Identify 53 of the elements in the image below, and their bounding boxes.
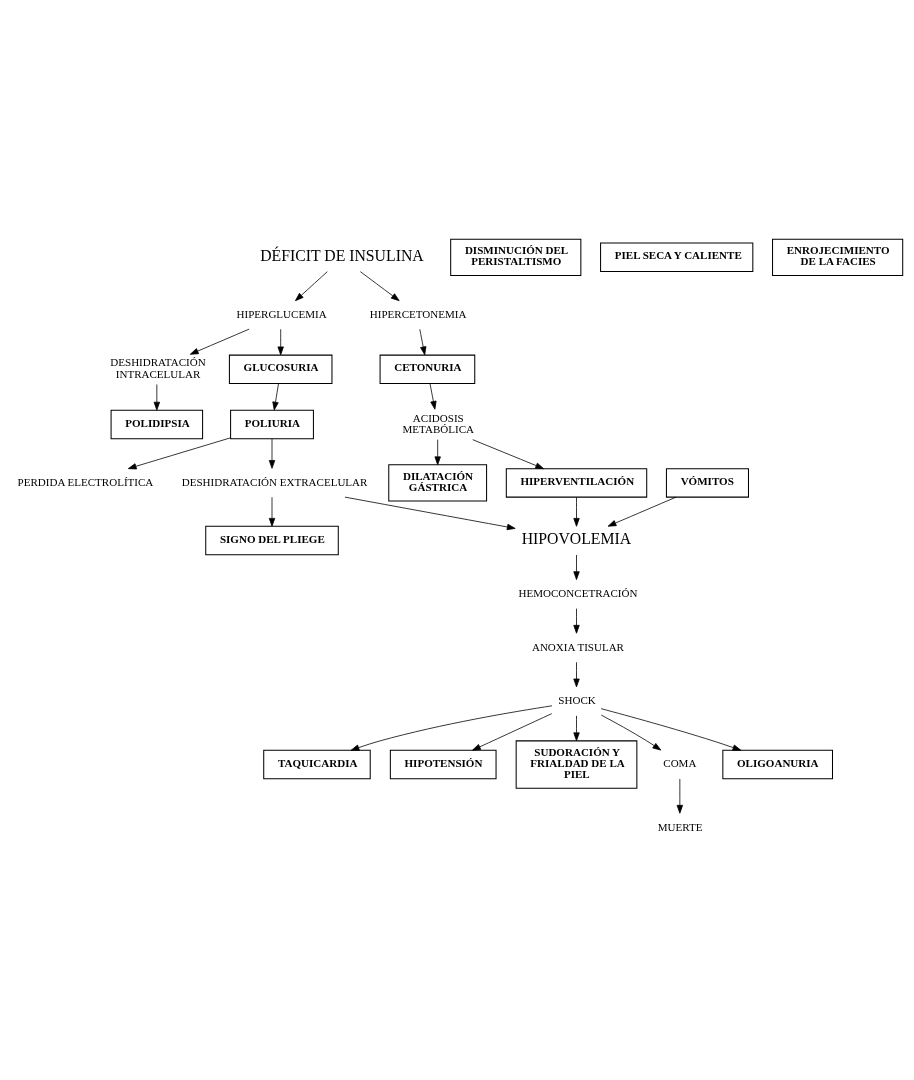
node-text: HIPERGLUCEMIA <box>236 307 327 320</box>
arrow <box>268 496 276 527</box>
node-box: DISMINUCIÓN DEL PERISTALTISMO <box>450 238 582 276</box>
arrow <box>600 714 662 750</box>
arrow <box>344 496 516 530</box>
node-text: DESHIDRATACIÓN EXTRACELULAR <box>181 475 368 488</box>
arrow <box>573 496 580 527</box>
node-box: POLIDIPSIA <box>110 409 204 439</box>
arrow <box>419 328 427 355</box>
arrow <box>607 496 677 527</box>
arrow <box>277 328 284 355</box>
arrow <box>268 437 276 469</box>
arrow <box>573 554 580 580</box>
arrow <box>429 382 437 410</box>
node-text: PERDIDA ELECTROLÍTICA <box>17 475 154 488</box>
node-box: CETONURIA <box>379 354 476 384</box>
node-text: DÉFICIT DE INSULINA <box>260 246 424 264</box>
arrow <box>573 607 580 634</box>
arrow <box>472 712 553 751</box>
node-text: DESHIDRATACIÓN INTRACELULAR <box>110 355 206 380</box>
arrow <box>295 270 328 301</box>
node-box: SIGNO DEL PLIEGE <box>205 525 339 555</box>
arrow <box>189 328 250 355</box>
node-text: ACIDOSIS METABÓLICA <box>402 411 475 435</box>
node-box: ENROJECIMIENTO DE LA FACIES <box>772 238 904 276</box>
node-box: TAQUICARDIA <box>263 749 371 779</box>
node-box: HIPERVENTILACIÓN <box>505 467 648 498</box>
node-text: MUERTE <box>657 820 703 833</box>
node-box: PIEL SECA Y CALIENTE <box>600 242 754 272</box>
arrow <box>434 438 441 465</box>
arrow <box>153 383 160 410</box>
arrow <box>573 714 580 741</box>
node-text: HIPOVOLEMIA <box>521 529 632 547</box>
node-box: DILATACIÓN GÁSTRICA <box>388 463 488 502</box>
arrow <box>350 704 553 751</box>
node-text: SHOCK <box>558 693 596 706</box>
arrow <box>472 438 545 469</box>
arrow <box>359 270 400 301</box>
node-text: HIPERCETONEMIA <box>369 307 467 320</box>
node-box: POLIURIA <box>230 409 314 439</box>
node-text: COMA <box>663 756 697 769</box>
node-text: ANOXIA TISULAR <box>531 640 624 653</box>
node-text: HEMOCONCETRACIÓN <box>518 586 638 599</box>
node-box: SUDORACIÓN Y FRIALDAD DE LA PIEL <box>515 739 638 789</box>
arrow <box>573 661 580 687</box>
arrow <box>676 778 683 814</box>
node-box: VÓMITOS <box>665 467 749 498</box>
arrow <box>272 382 279 410</box>
node-box: OLIGOANURIA <box>722 749 833 779</box>
arrow <box>600 707 742 751</box>
arrow <box>127 436 231 469</box>
node-box: GLUCOSURIA <box>228 354 333 384</box>
node-box: HIPOTENSIÓN <box>389 749 497 779</box>
